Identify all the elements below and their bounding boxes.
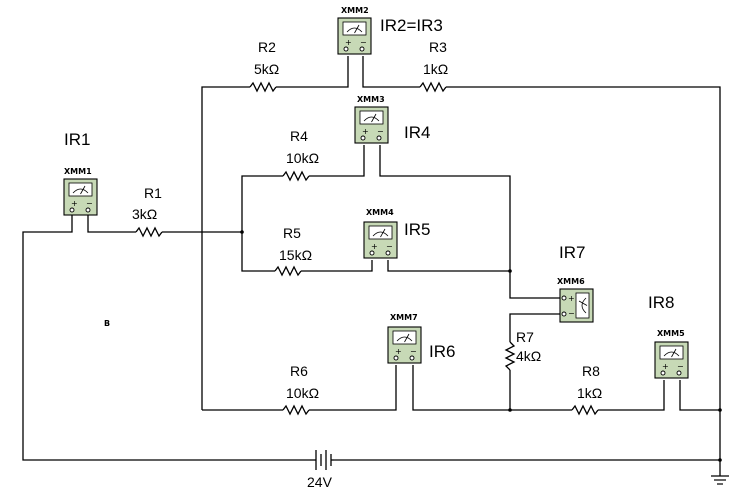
- resistor-r6: [282, 404, 310, 416]
- battery-24v: [310, 450, 334, 470]
- multimeter-xmm3[interactable]: + −: [354, 106, 389, 144]
- wire-xmm2-to-r3: [362, 56, 420, 88]
- wire-r5-left: [241, 232, 275, 272]
- resistor-r2: [249, 81, 277, 93]
- svg-text:+: +: [662, 362, 669, 371]
- wire-xmm5-right: [679, 380, 720, 411]
- svg-text:+: +: [568, 294, 575, 303]
- resistor-value-r4: 10kΩ: [286, 150, 319, 166]
- wire-xmm1-to-r1: [87, 215, 136, 233]
- svg-text:−: −: [360, 38, 367, 47]
- wire-xmm6-to-r7: [509, 313, 562, 342]
- resistors: [135, 81, 599, 416]
- resistor-label-r6: R6: [290, 363, 308, 379]
- svg-text:−: −: [86, 199, 93, 208]
- wire-r8-to-xmm5: [598, 380, 665, 411]
- resistor-value-r5: 15kΩ: [279, 247, 312, 263]
- svg-text:−: −: [386, 242, 393, 251]
- wire-r4-left: [241, 175, 283, 232]
- wire-r3-to-right: [446, 86, 721, 460]
- label-ir7: IR7: [559, 243, 585, 262]
- wire-top-left: [201, 86, 250, 410]
- resistor-label-r8: R8: [582, 363, 600, 379]
- svg-text:+: +: [395, 347, 402, 356]
- wire-xmm7-right: [412, 365, 572, 411]
- junction-dot: [508, 269, 512, 273]
- junction-dot: [718, 458, 722, 462]
- resistor-r3: [419, 81, 447, 93]
- wire-r2-to-xmm2: [276, 56, 349, 88]
- svg-text:−: −: [568, 309, 575, 318]
- resistor-r4: [282, 170, 310, 182]
- resistor-r8: [571, 404, 599, 416]
- wire-xmm3-right: [379, 145, 562, 299]
- label-ir8: IR8: [648, 293, 674, 312]
- label-ir2-ir3: IR2=IR3: [380, 16, 443, 35]
- multimeter-xmm4[interactable]: + −: [363, 221, 398, 259]
- resistor-value-r8: 1kΩ: [577, 385, 602, 401]
- multimeter-xmm7[interactable]: + −: [387, 326, 422, 364]
- label-b: B: [104, 319, 110, 328]
- resistor-r1: [135, 226, 163, 238]
- svg-text:−: −: [410, 347, 417, 356]
- meter-label-xmm5: XMM5: [657, 329, 685, 338]
- resistor-label-r1: R1: [144, 185, 162, 201]
- junctions: [240, 230, 722, 462]
- resistor-label-r7: R7: [516, 329, 534, 345]
- wire-r6-to-xmm7: [309, 365, 397, 411]
- wire-xmm4-right: [387, 260, 510, 272]
- label-ir4: IR4: [404, 123, 430, 142]
- multimeter-xmm6[interactable]: + −: [559, 288, 594, 323]
- label-ir1: IR1: [64, 130, 90, 149]
- multimeter-xmm2[interactable]: + −: [337, 17, 372, 55]
- wire-left-loop: [22, 215, 310, 461]
- resistor-r5: [274, 265, 302, 277]
- resistor-value-r3: 1kΩ: [423, 61, 448, 77]
- meter-label-xmm7: XMM7: [390, 313, 418, 322]
- meter-label-xmm3: XMM3: [357, 95, 385, 104]
- meter-label-xmm1: XMM1: [64, 167, 92, 176]
- svg-text:+: +: [71, 199, 78, 208]
- resistor-label-r5: R5: [283, 225, 301, 241]
- ground-symbol: [711, 475, 729, 485]
- wire-r5-to-xmm4: [301, 260, 373, 272]
- junction-dot: [508, 408, 512, 412]
- resistor-value-r7: 4kΩ: [516, 348, 541, 364]
- resistor-label-r2: R2: [258, 39, 276, 55]
- resistor-value-r6: 10kΩ: [286, 385, 319, 401]
- source-voltage-label: 24V: [307, 474, 333, 490]
- wire-r4-to-xmm3: [309, 145, 365, 177]
- meter-label-xmm6: XMM6: [557, 277, 585, 286]
- multimeter-xmm1[interactable]: + −: [63, 178, 98, 216]
- svg-text:+: +: [345, 38, 352, 47]
- junction-dot: [240, 230, 244, 234]
- resistor-label-r3: R3: [429, 39, 447, 55]
- svg-text:+: +: [362, 127, 369, 136]
- wires: [22, 56, 721, 476]
- svg-text:−: −: [377, 127, 384, 136]
- resistor-r7: [504, 341, 516, 371]
- resistor-value-r1: 3kΩ: [132, 206, 157, 222]
- svg-text:+: +: [371, 242, 378, 251]
- resistor-value-r2: 5kΩ: [254, 61, 279, 77]
- junction-dot: [718, 408, 722, 412]
- label-ir6: IR6: [429, 342, 455, 361]
- meter-label-xmm2: XMM2: [341, 6, 369, 15]
- meter-label-xmm4: XMM4: [366, 208, 394, 217]
- multimeter-xmm5[interactable]: + −: [654, 341, 689, 379]
- label-ir5: IR5: [404, 220, 430, 239]
- svg-text:−: −: [677, 362, 684, 371]
- resistor-label-r4: R4: [290, 128, 308, 144]
